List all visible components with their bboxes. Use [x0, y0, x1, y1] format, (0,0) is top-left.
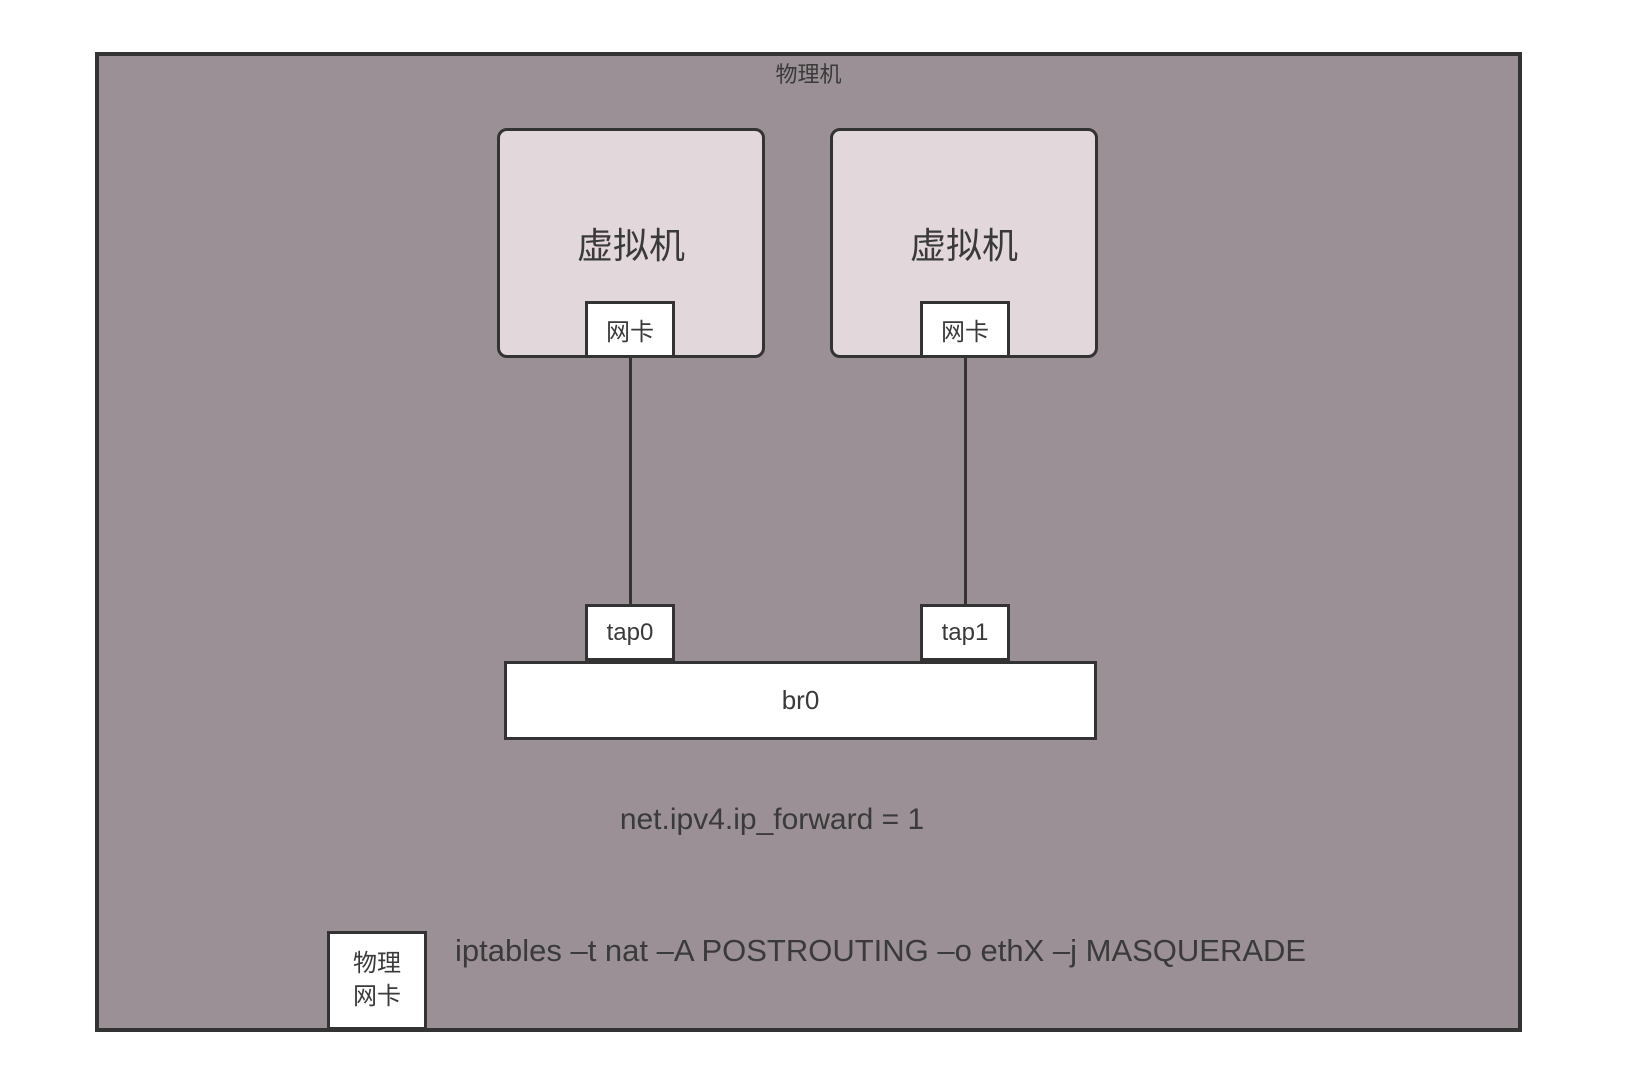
- physical-machine-box: [95, 52, 1522, 1032]
- sysctl-ip-forward-text: net.ipv4.ip_forward = 1: [619, 803, 925, 836]
- physical-machine-label: 物理机: [775, 62, 842, 87]
- vm1-tap0-connector-line: [629, 358, 632, 604]
- physical-nic-box: 物理 网卡: [327, 931, 427, 1030]
- tap1-box: tap1: [920, 604, 1010, 661]
- vm1-nic-box: 网卡: [585, 301, 675, 358]
- vm1-label: 虚拟机: [576, 225, 685, 266]
- bridge-label: br0: [781, 685, 820, 715]
- vm1-nic-label: 网卡: [606, 319, 654, 346]
- vm2-label: 虚拟机: [909, 225, 1018, 266]
- tap0-box: tap0: [585, 604, 675, 661]
- vm2-tap1-connector-line: [964, 358, 967, 604]
- vm2-nic-box: 网卡: [920, 301, 1010, 358]
- physical-nic-label-line1: 物理: [353, 950, 401, 978]
- tap0-label: tap0: [606, 618, 654, 646]
- iptables-masquerade-text: iptables –t nat –A POSTROUTING –o ethX –…: [455, 933, 1307, 968]
- vm2-nic-label: 网卡: [941, 319, 989, 346]
- tap1-label: tap1: [941, 618, 989, 646]
- bridge-box: br0: [504, 661, 1097, 740]
- physical-nic-label-line2: 网卡: [353, 982, 401, 1010]
